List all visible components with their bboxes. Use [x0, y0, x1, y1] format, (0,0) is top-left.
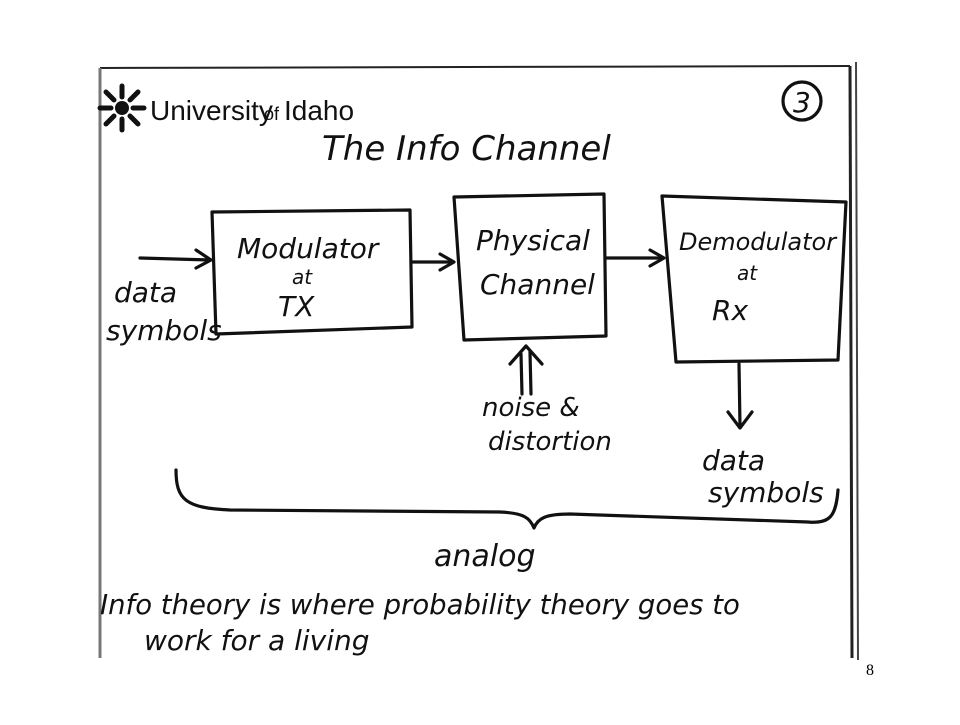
- output-arrow: [726, 362, 754, 430]
- modulator-block: Modulator at TX: [210, 208, 414, 336]
- input-label-line2: symbols: [106, 314, 222, 347]
- demodulator-line2: at: [737, 261, 758, 285]
- input-label-line1: data: [114, 276, 177, 309]
- slide-number: 8: [866, 662, 874, 679]
- footer-line1: Info theory is where probability theory …: [100, 589, 740, 621]
- arrow-channel-to-demod: [604, 248, 666, 268]
- demodulator-line3: Rx: [712, 294, 748, 327]
- page-top-edge: [99, 65, 851, 69]
- modulator-line3: TX: [278, 290, 315, 323]
- modulator-line1: Modulator: [237, 232, 380, 265]
- logo-idaho-text: Idaho: [284, 95, 354, 126]
- university-logo: University of Idaho: [97, 83, 354, 133]
- demodulator-line1: Demodulator: [679, 228, 838, 256]
- page-right-shadow: [855, 61, 859, 661]
- output-label-line2: symbols: [708, 476, 824, 509]
- page-right-edge: [848, 65, 854, 659]
- logo-sunburst-icon: [97, 83, 147, 133]
- footer-line2: work for a living: [144, 624, 370, 657]
- physical-channel-block: Physical Channel: [452, 192, 608, 342]
- circled-number: 3: [781, 80, 823, 122]
- logo-of-text: of: [264, 104, 280, 124]
- demodulator-block: Demodulator at Rx: [660, 194, 848, 364]
- analog-brace: [174, 468, 840, 530]
- channel-line1: Physical: [476, 224, 590, 257]
- logo-university-text: University: [150, 95, 273, 126]
- modulator-line2: at: [292, 265, 313, 289]
- noise-label-line2: distortion: [488, 427, 612, 457]
- output-label-line1: data: [702, 444, 765, 477]
- arrow-mod-to-channel: [410, 252, 456, 272]
- noise-label-line1: noise &: [482, 393, 580, 423]
- brace-label: analog: [434, 539, 536, 574]
- input-arrow: [138, 248, 213, 270]
- circled-number-text: 3: [793, 86, 811, 119]
- page-title: The Info Channel: [322, 129, 611, 169]
- channel-line2: Channel: [480, 268, 595, 301]
- noise-arrow: [508, 344, 544, 396]
